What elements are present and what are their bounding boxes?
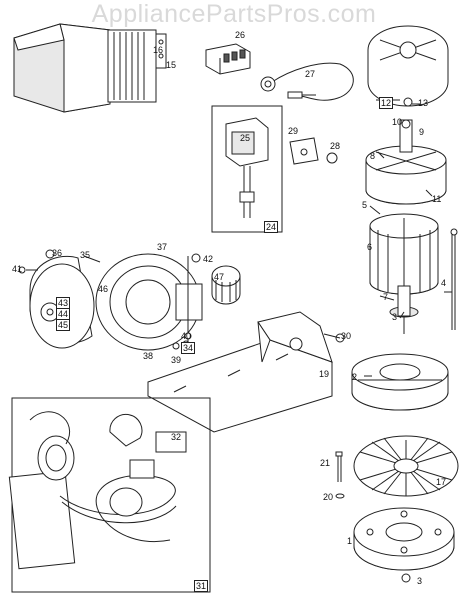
callout-37: 37: [157, 242, 168, 252]
callout-34: 34: [181, 342, 196, 354]
callout-10: 10: [392, 117, 403, 127]
callout-3-lower: 3: [417, 576, 423, 586]
watermark: AppliancePartsPros.com: [91, 0, 377, 28]
bracket: [289, 137, 338, 165]
callout-45: 45: [56, 319, 71, 331]
callout-11: 11: [432, 194, 442, 204]
callout-35: 35: [80, 250, 91, 260]
mounting-bracket: [147, 311, 345, 433]
terminal-block: [205, 43, 251, 75]
flywheel: [353, 507, 455, 583]
callout-29: 29: [288, 126, 299, 136]
callout-15: 15: [166, 60, 177, 70]
callout-40: 40: [181, 331, 192, 341]
callout-19: 19: [319, 369, 330, 379]
callout-16: 16: [153, 45, 164, 55]
end-bell: [351, 353, 449, 411]
callout-39: 39: [171, 355, 182, 365]
callout-4: 4: [441, 278, 447, 288]
motor-housing: [29, 253, 203, 351]
cooling-fan: [353, 435, 459, 497]
callout-7: 7: [383, 292, 389, 302]
callout-12: 12: [379, 97, 394, 109]
callout-26: 26: [235, 30, 246, 40]
callout-24: 24: [264, 221, 279, 233]
tie-rod: [450, 228, 458, 330]
control-box: [13, 23, 167, 113]
wiring-harness-box: [8, 397, 211, 593]
callout-2: 2: [352, 372, 358, 382]
callout-31: 31: [194, 580, 209, 592]
callout-25: 25: [240, 133, 251, 143]
callout-30: 30: [341, 331, 352, 341]
callout-1: 1: [347, 536, 353, 546]
callout-32: 32: [171, 432, 182, 442]
callout-47: 47: [214, 272, 225, 282]
armature-stator: [369, 213, 439, 334]
bolt: [335, 451, 345, 499]
callout-6: 6: [367, 242, 373, 252]
callout-21: 21: [320, 458, 331, 468]
callout-38: 38: [143, 351, 154, 361]
brush-cap-box: [367, 25, 449, 107]
callout-9: 9: [419, 127, 425, 137]
callout-5: 5: [362, 200, 368, 210]
callout-28: 28: [330, 141, 341, 151]
callout-42: 42: [203, 254, 214, 264]
callout-13: 13: [418, 98, 429, 108]
callout-8: 8: [370, 151, 376, 161]
callout-44: 44: [56, 308, 71, 320]
field-housing: [365, 119, 447, 205]
callout-20: 20: [323, 492, 334, 502]
callout-3-upper: 3: [392, 312, 398, 322]
callout-17: 17: [436, 477, 447, 487]
callout-36: 36: [52, 248, 63, 258]
power-cord: [260, 62, 354, 101]
callout-46: 46: [98, 284, 109, 294]
drive-gear: [211, 265, 241, 305]
callout-27: 27: [305, 69, 316, 79]
switch-assembly-box: [211, 105, 283, 233]
callout-41: 41: [12, 264, 23, 274]
